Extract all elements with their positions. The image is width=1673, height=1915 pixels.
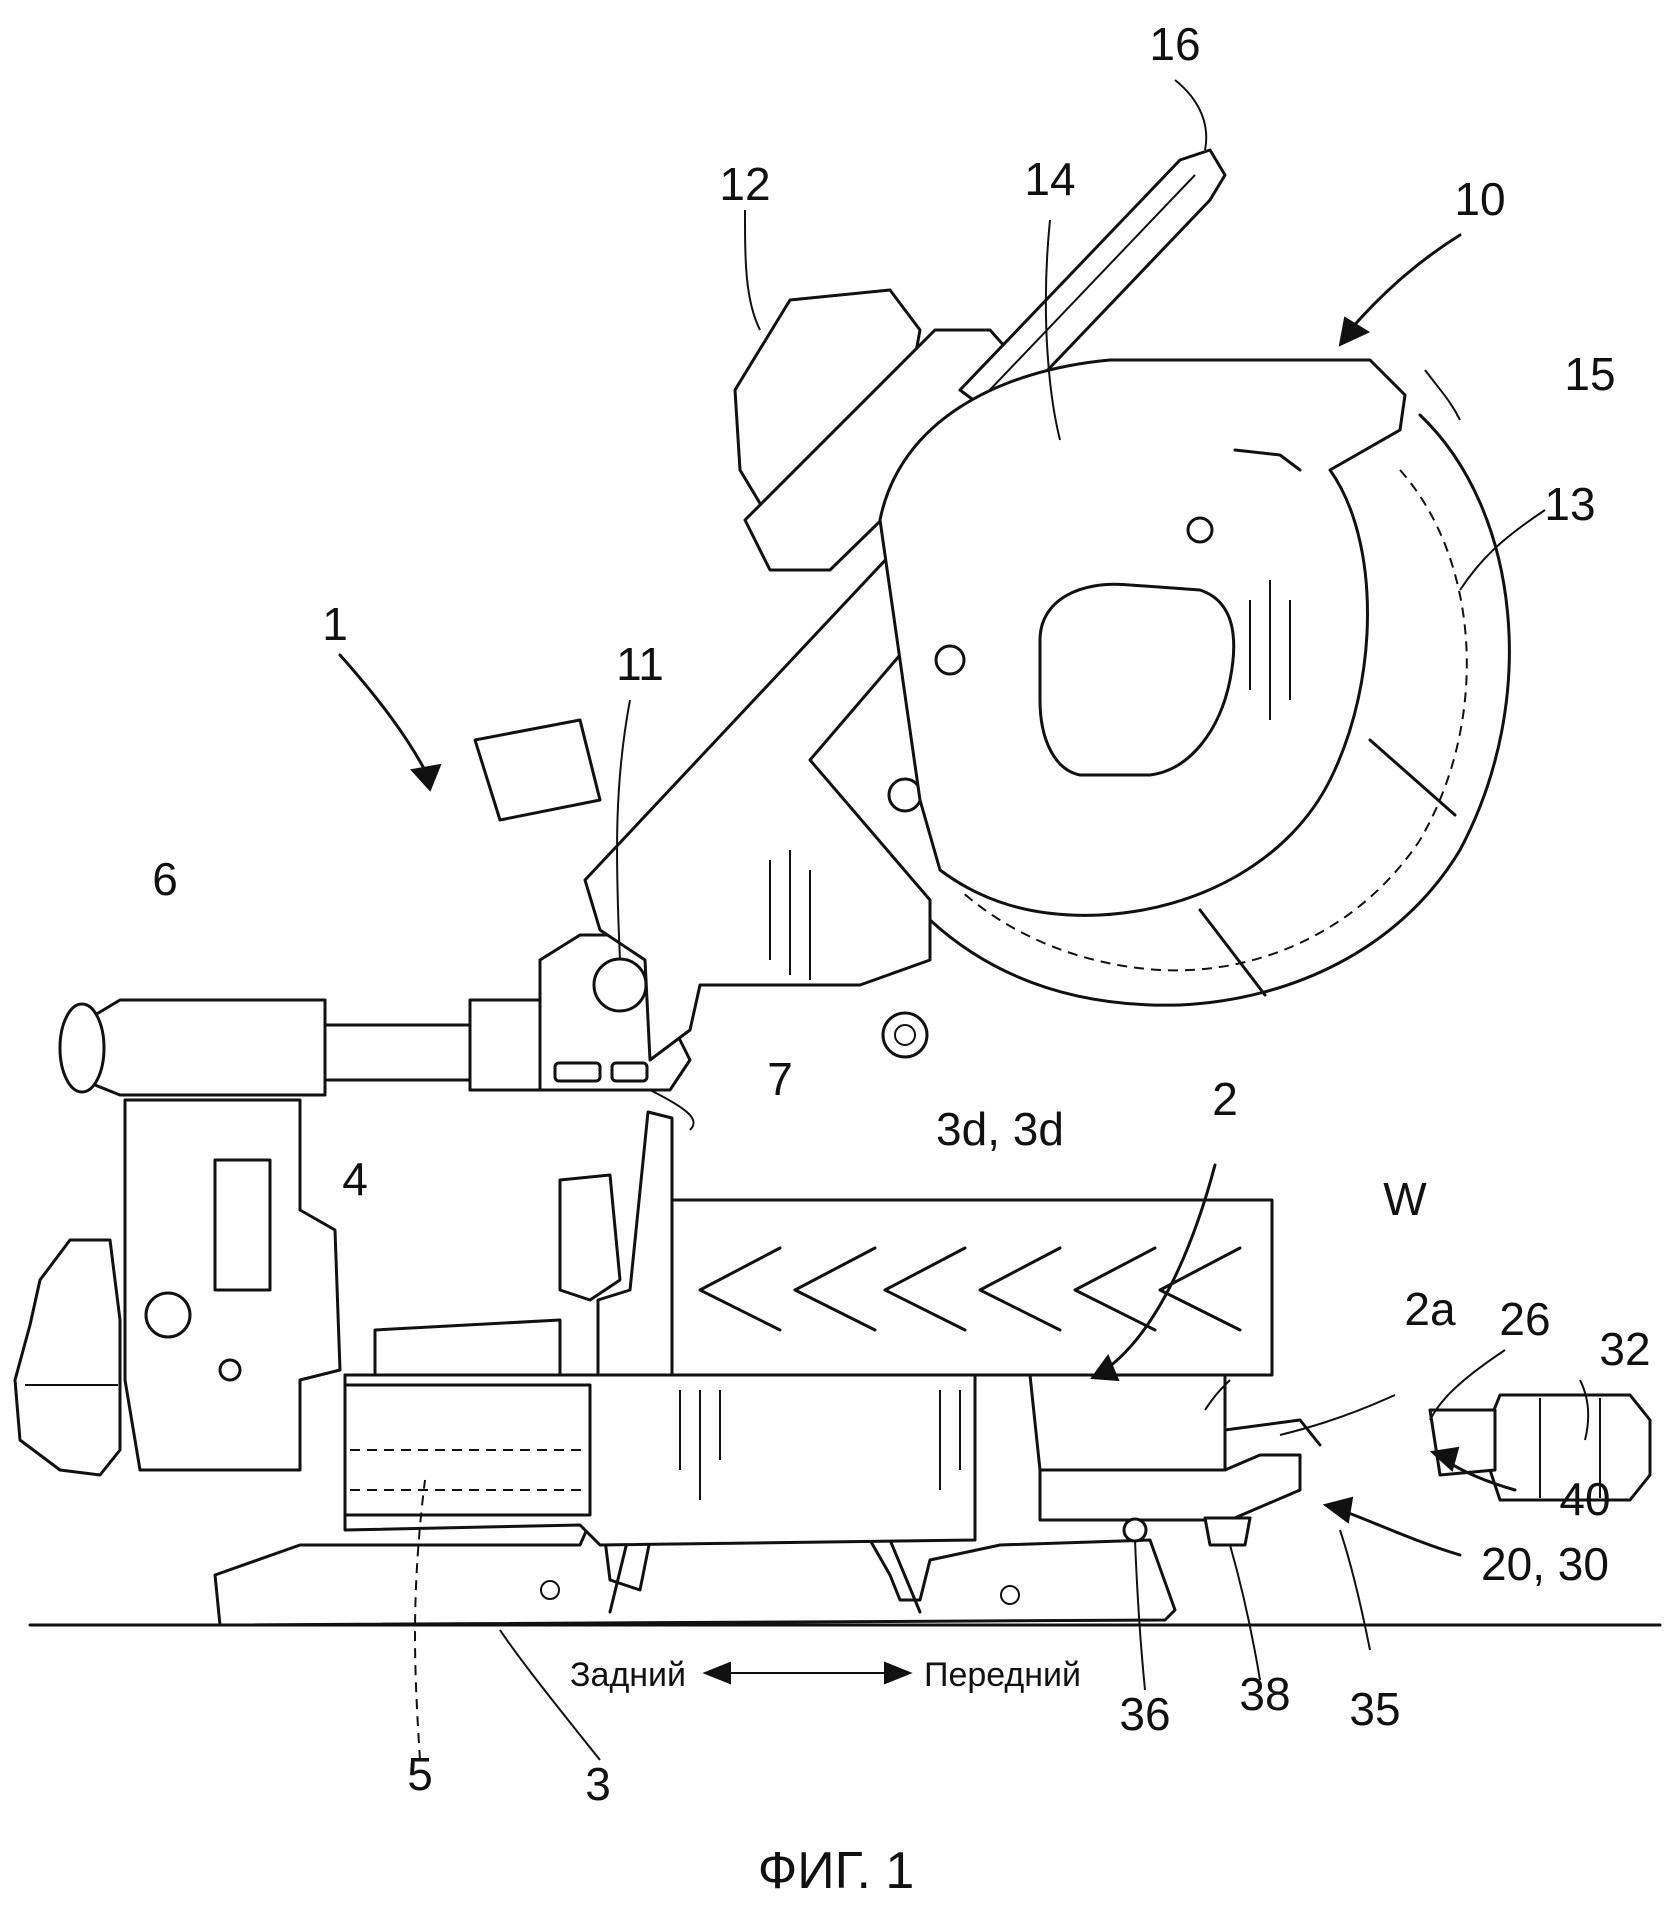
- label-4: 4: [342, 1153, 368, 1205]
- arm-rear-stub: [473, 718, 602, 822]
- slide-clamp: [468, 998, 542, 1092]
- table-hatch: [679, 1390, 961, 1500]
- figure-caption: ФИГ. 1: [758, 1842, 915, 1900]
- label-2030: 20, 30: [1481, 1538, 1609, 1590]
- label-36: 36: [1119, 1688, 1170, 1740]
- handle-grip-line: [984, 174, 1196, 396]
- label-W: W: [1383, 1173, 1427, 1225]
- direction-rear: Задний: [570, 1656, 686, 1694]
- rear-knob: [13, 1238, 122, 1477]
- label-3: 3: [585, 1758, 611, 1810]
- label-14: 14: [1024, 153, 1075, 205]
- leader-lines: [499, 79, 1590, 1761]
- safety-cover-15: [928, 413, 1511, 1007]
- slide-housing-6: [78, 998, 327, 1097]
- cover-seam-2: [1198, 908, 1267, 997]
- label-2a: 2a: [1404, 1283, 1456, 1335]
- slide-housing-5: [343, 1383, 592, 1517]
- arrow-2: [1090, 1163, 1217, 1382]
- label-3d: 3d, 3d: [936, 1103, 1064, 1155]
- tilt-screw: [218, 1358, 242, 1382]
- arrow-40: [1429, 1446, 1517, 1492]
- label-26: 26: [1499, 1293, 1550, 1345]
- label-13: 13: [1544, 478, 1595, 530]
- grip-neck-26: [1428, 1408, 1497, 1477]
- lever-40: [1223, 1418, 1322, 1447]
- pin-36: [1122, 1517, 1148, 1543]
- guard-hatch: [1249, 580, 1291, 720]
- lower-bracket-35: [1038, 1453, 1302, 1522]
- pivot-11: [592, 957, 648, 1013]
- cover-pivot-core: [894, 1024, 916, 1046]
- label-38: 38: [1239, 1668, 1290, 1720]
- cover-pivot: [881, 1011, 929, 1059]
- slide-cap-6: [58, 1002, 106, 1094]
- guard-arrow: [1233, 448, 1302, 472]
- leader-5: [414, 1479, 426, 1761]
- base-hole-left: [540, 1580, 560, 1600]
- label-10: 10: [1454, 173, 1505, 225]
- label-35: 35: [1349, 1683, 1400, 1735]
- fence-7: [596, 1110, 674, 1377]
- tilt-mechanism: [213, 1158, 272, 1292]
- reference-labels: 16 12 14 10 15 13 1 11 6 7 2 3d, 3d 4 W …: [152, 18, 1650, 1810]
- fence-clamp: [558, 1173, 622, 1302]
- guard-knob: [934, 644, 966, 676]
- label-15: 15: [1564, 348, 1615, 400]
- label-12: 12: [719, 158, 770, 210]
- direction-indicator: Задний Передний: [570, 1656, 1081, 1694]
- guard-window: [1038, 582, 1236, 777]
- tilt-knob: [144, 1291, 192, 1339]
- label-2: 2: [1212, 1073, 1238, 1125]
- direction-front: Передний: [924, 1656, 1081, 1694]
- arm-hatch: [769, 850, 811, 980]
- fence-detail: [373, 1318, 562, 1377]
- arrow-10: [1338, 233, 1462, 347]
- label-11: 11: [616, 638, 664, 690]
- label-32: 32: [1599, 1323, 1650, 1375]
- label-5: 5: [407, 1748, 433, 1800]
- slide-rod: [323, 1023, 472, 1082]
- base-hole-right: [1000, 1585, 1020, 1605]
- knob-38: [1203, 1516, 1252, 1547]
- label-16: 16: [1149, 18, 1200, 70]
- label-7: 7: [767, 1053, 793, 1105]
- label-1: 1: [322, 598, 348, 650]
- arrow-20-30: [1322, 1496, 1462, 1557]
- front-extension-2a: [1028, 1373, 1227, 1472]
- label-40: 40: [1559, 1473, 1610, 1525]
- workpiece-W: [670, 1198, 1274, 1377]
- guard-screw-top: [1186, 516, 1214, 544]
- pivot-slot-1: [553, 1061, 602, 1083]
- saw-blade-13: [959, 469, 1468, 972]
- pivot-slot-2: [610, 1061, 649, 1083]
- cover-seam-1: [1368, 738, 1457, 817]
- arrow-1: [338, 653, 442, 792]
- workpiece-chevrons: [698, 1246, 1242, 1332]
- label-6: 6: [152, 853, 178, 905]
